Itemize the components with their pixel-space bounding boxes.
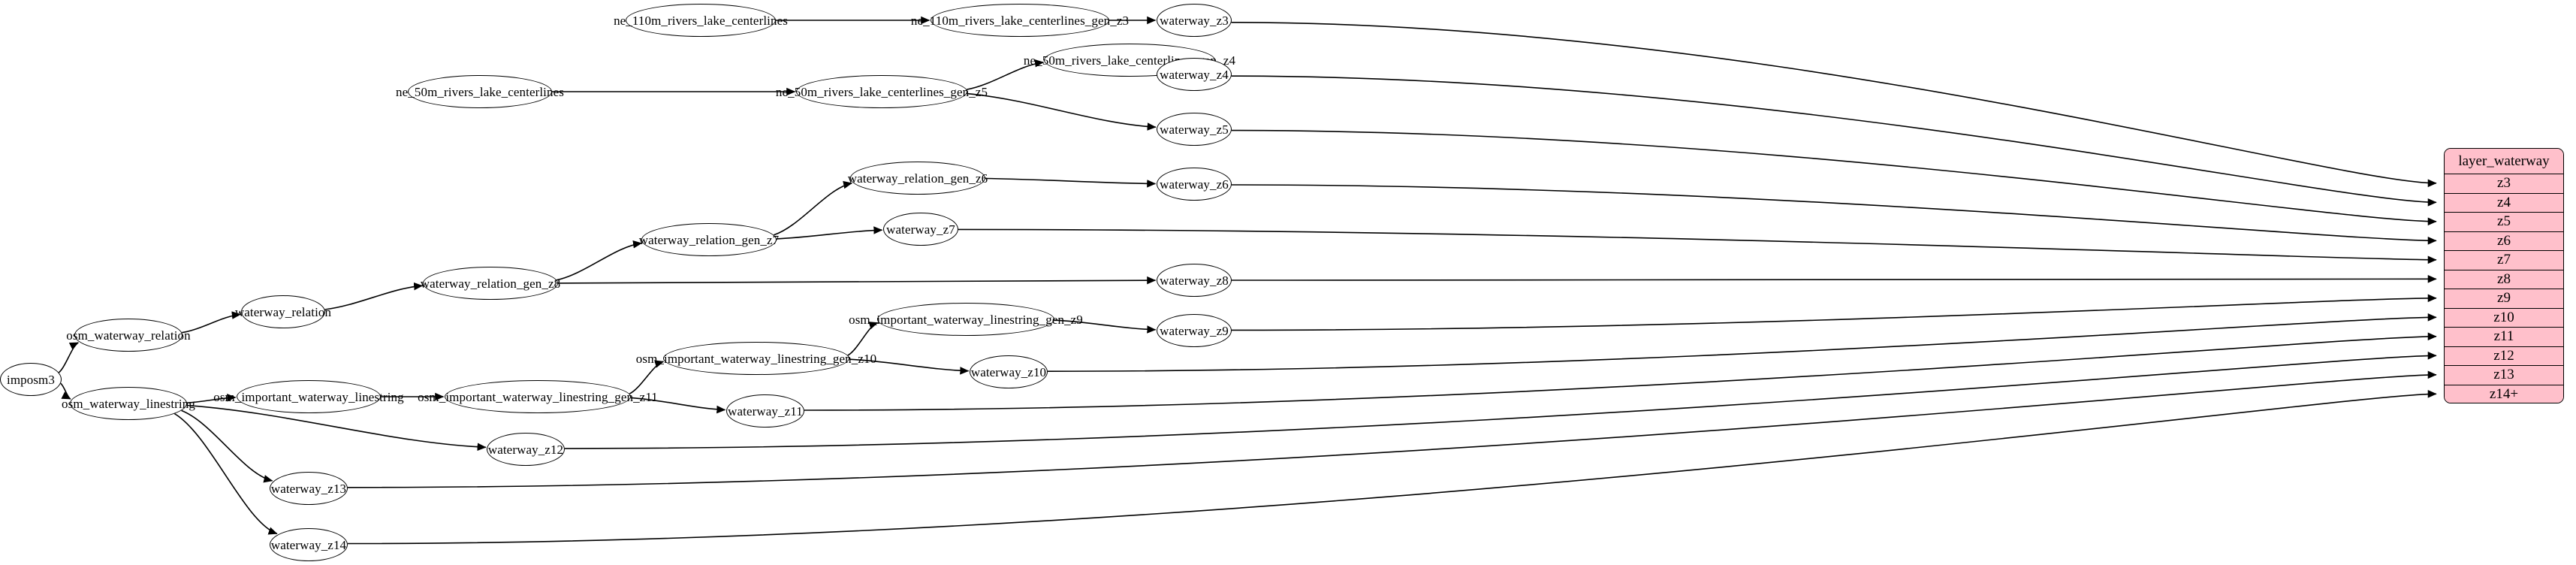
graph-node-osm-waterway-relation[interactable]: osm_waterway_relation (66, 319, 191, 352)
graph-edge (985, 177, 1157, 188)
graph-node-label: osm_important_waterway_linestring (213, 389, 404, 404)
record-row-z10[interactable]: z10 (2445, 308, 2563, 328)
graph-node-waterway-z9[interactable]: waterway_z9 (1157, 314, 1232, 347)
graph-node-waterway-relation-gen-z7[interactable]: waterway_relation_gen_z7 (638, 223, 780, 256)
graph-node-waterway-z12[interactable]: waterway_z12 (487, 433, 565, 466)
graph-node-imposm3[interactable]: imposm3 (0, 363, 62, 396)
record-row-z8[interactable]: z8 (2445, 270, 2563, 289)
graph-edge (347, 390, 2437, 545)
graph-node-waterway-z5[interactable]: waterway_z5 (1157, 113, 1232, 146)
graph-node-label: imposm3 (7, 372, 55, 387)
graph-node-osm-important-waterway-linestring-gen-z10[interactable]: osm_important_waterway_linestring_gen_z1… (636, 342, 876, 375)
graph-node-ne-50m-rivers-lake-centerlines[interactable]: ne_50m_rivers_lake_centerlines (396, 75, 564, 108)
graph-node-label: waterway_z7 (886, 222, 955, 237)
graph-node-waterway-relation-gen-z8[interactable]: waterway_relation_gen_z8 (420, 267, 561, 300)
record-row-z7[interactable]: z7 (2445, 251, 2563, 270)
graph-edge (347, 370, 2437, 488)
graph-node-osm-important-waterway-linestring-gen-z11[interactable]: osm_important_waterway_linestring_gen_z1… (418, 380, 658, 413)
graph-edge (58, 342, 79, 373)
record-row-z11[interactable]: z11 (2445, 328, 2563, 347)
graph-edge (1231, 129, 2437, 226)
graph-node-label: waterway_z12 (487, 442, 564, 457)
graph-node-label: waterway_z11 (728, 403, 803, 418)
graph-edge (1047, 313, 2437, 372)
graph-edge (173, 412, 278, 535)
graph-node-label: waterway_relation_gen_z7 (638, 232, 780, 247)
graph-edge (564, 352, 2437, 449)
graph-edge (804, 332, 2437, 411)
graph-node-osm-important-waterway-linestring[interactable]: osm_important_waterway_linestring (213, 380, 404, 413)
graph-node-waterway-z10[interactable]: waterway_z10 (970, 355, 1048, 388)
graph-node-osm-important-waterway-linestring-gen-z9[interactable]: osm_important_waterway_linestring_gen_z9 (849, 303, 1083, 336)
graph-node-label: osm_important_waterway_linestring_gen_z1… (418, 389, 658, 404)
graph-node-label: waterway_z13 (270, 481, 347, 496)
graph-node-label: waterway_z8 (1160, 273, 1229, 288)
record-row-z5[interactable]: z5 (2445, 213, 2563, 232)
graph-edge (1231, 275, 2437, 283)
graph-edge (1231, 75, 2437, 207)
graph-node-label: waterway_z3 (1160, 13, 1229, 28)
graph-node-label: ne_50m_rivers_lake_centerlines_gen_z5 (775, 84, 988, 99)
graph-node-label: waterway_z6 (1160, 177, 1229, 192)
graph-edge (958, 228, 2437, 264)
graph-edge (1231, 184, 2437, 245)
graph-node-label: waterway_z4 (1160, 67, 1229, 82)
graph-node-ne-110m-rivers-lake-centerlines[interactable]: ne_110m_rivers_lake_centerlines (614, 4, 788, 37)
record-row-z9[interactable]: z9 (2445, 289, 2563, 309)
graph-edge (324, 282, 424, 310)
graph-node-label: osm_important_waterway_linestring_gen_z1… (635, 351, 877, 366)
graph-edge (1231, 294, 2437, 331)
graph-node-waterway-z7[interactable]: waterway_z7 (883, 213, 958, 246)
graph-node-waterway-z8[interactable]: waterway_z8 (1157, 264, 1232, 297)
graph-edge (847, 322, 879, 356)
graph-node-label: osm_waterway_relation (66, 328, 191, 343)
graph-node-waterway-relation[interactable]: waterway_relation (235, 295, 331, 328)
graph-node-label: ne_110m_rivers_lake_centerlines_gen_z3 (910, 13, 1130, 28)
graph-edge (181, 409, 273, 483)
record-row-z14plus[interactable]: z14+ (2445, 385, 2563, 403)
record-table-title: layer_waterway (2445, 149, 2563, 174)
graph-node-label: waterway_relation_gen_z8 (420, 276, 561, 291)
graph-node-ne-110m-rivers-lake-centerlines-gen-z3[interactable]: ne_110m_rivers_lake_centerlines_gen_z3 (911, 4, 1129, 37)
graph-node-waterway-z4[interactable]: waterway_z4 (1157, 58, 1232, 91)
graph-node-label: osm_important_waterway_linestring_gen_z9 (849, 312, 1083, 327)
graph-node-ne-50m-rivers-lake-centerlines-gen-z5[interactable]: ne_50m_rivers_lake_centerlines_gen_z5 (776, 75, 988, 108)
record-row-z4[interactable]: z4 (2445, 193, 2563, 213)
graph-edge (967, 92, 1157, 131)
graph-edge (774, 180, 853, 236)
graph-node-label: waterway_z9 (1160, 323, 1229, 338)
graph-node-label: waterway_z14 (270, 537, 347, 552)
graph-node-label: ne_110m_rivers_lake_centerlines (614, 13, 788, 28)
record-row-z6[interactable]: z6 (2445, 231, 2563, 251)
record-row-z13[interactable]: z13 (2445, 366, 2563, 385)
graph-edge (776, 226, 883, 240)
record-row-z3[interactable]: z3 (2445, 174, 2563, 194)
graph-node-waterway-z3[interactable]: waterway_z3 (1157, 4, 1232, 37)
graph-edge (1231, 22, 2437, 188)
graph-node-waterway-z11[interactable]: waterway_z11 (726, 394, 804, 428)
graph-node-label: waterway_z10 (970, 364, 1047, 379)
graph-node-osm-waterway-linestring[interactable]: osm_waterway_linestring (62, 387, 195, 420)
graph-node-label: waterway_z5 (1160, 122, 1229, 137)
graph-node-waterway-z6[interactable]: waterway_z6 (1157, 168, 1232, 201)
graph-node-waterway-z13[interactable]: waterway_z13 (270, 472, 348, 505)
graph-node-label: osm_waterway_linestring (62, 396, 195, 411)
graph-node-label: waterway_relation_gen_z6 (847, 171, 988, 186)
graph-edge (629, 360, 665, 394)
graph-node-label: ne_50m_rivers_lake_centerlines (396, 84, 564, 99)
graph-edge (557, 240, 643, 281)
graph-node-waterway-relation-gen-z6[interactable]: waterway_relation_gen_z6 (847, 162, 988, 195)
graph-node-label: waterway_relation (234, 304, 332, 319)
graph-edge (557, 276, 1157, 285)
graph-node-waterway-z14[interactable]: waterway_z14 (270, 528, 348, 561)
record-row-z12[interactable]: z12 (2445, 346, 2563, 366)
